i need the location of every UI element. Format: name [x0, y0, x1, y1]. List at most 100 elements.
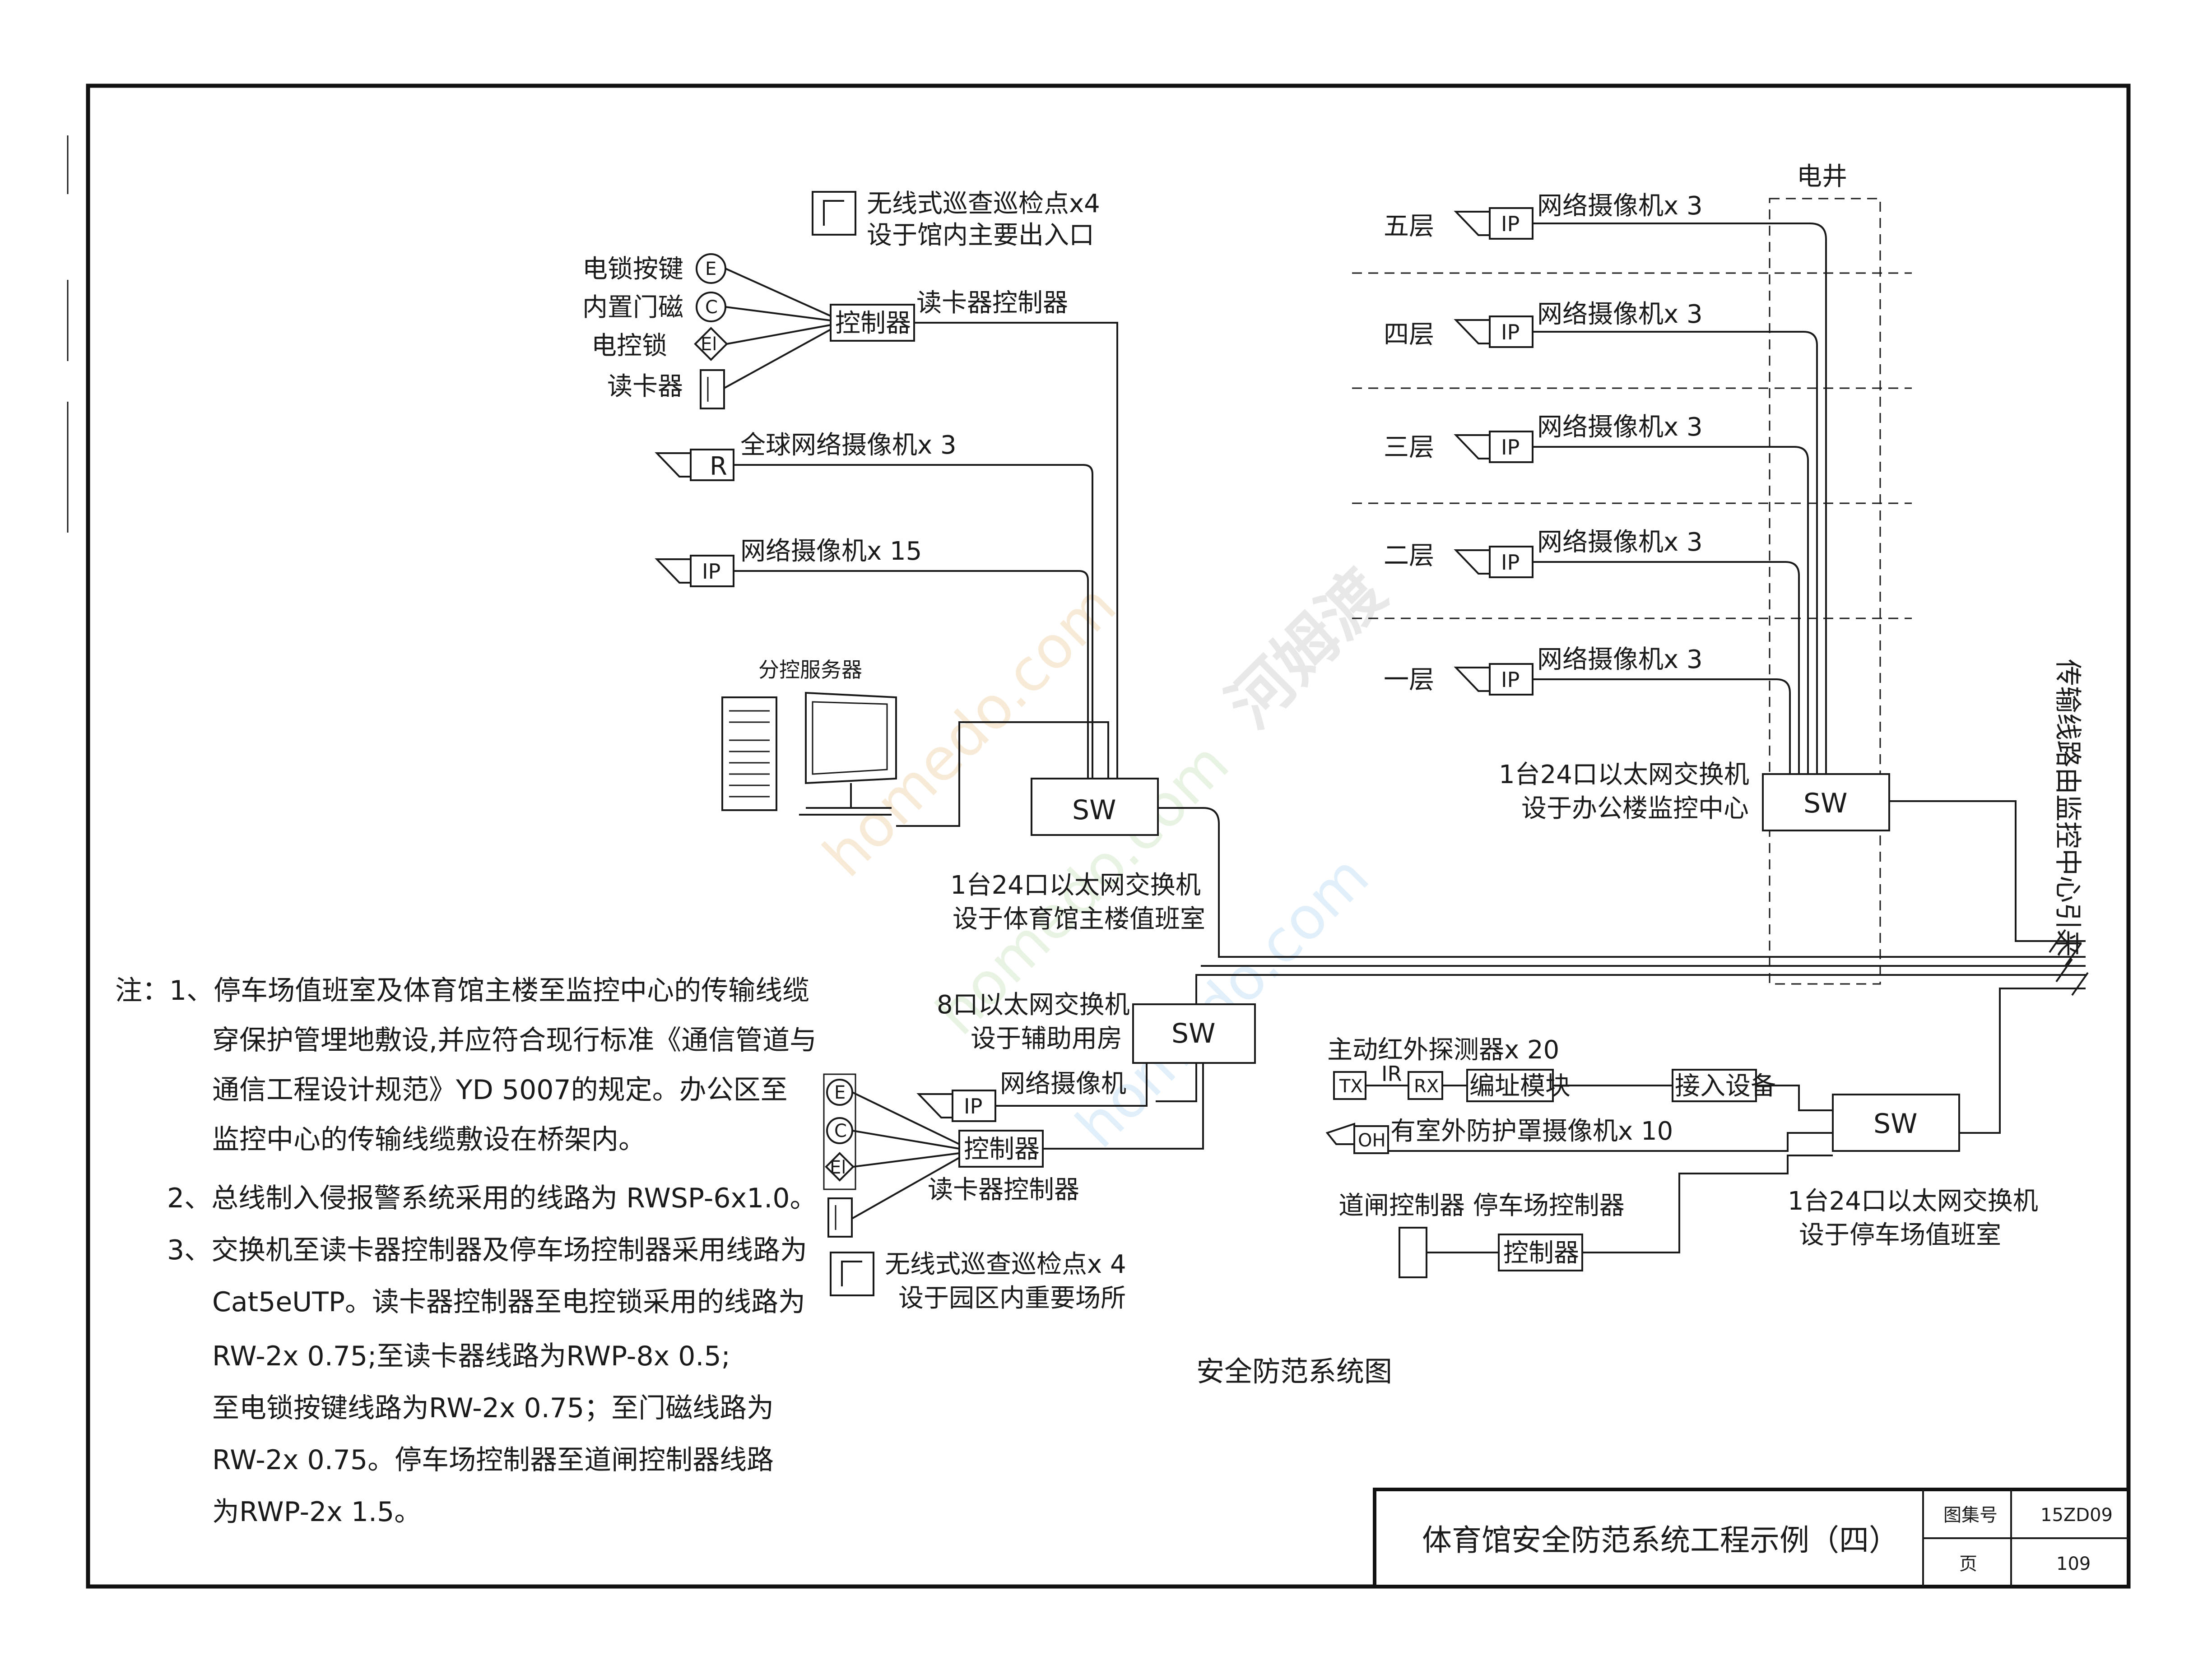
note-line-10: RW-2x 0.75。停车场控制器至道闸控制器线路 [212, 1444, 774, 1476]
ip-camera-label: 网络摄像机x 15 [740, 537, 922, 566]
ir-beam-label: IR [1381, 1062, 1402, 1086]
aux-switch-desc-1: 8口以太网交换机 [937, 990, 1130, 1020]
reader-group: 无线式巡查巡检点x4 设于馆内主要出入口 电锁按键 内置门磁 电控锁 读卡器 E… [582, 189, 1100, 409]
office-switch-label: SW [1803, 788, 1847, 819]
parking-switch-box [1832, 1094, 1960, 1152]
aux-switch-desc-2: 设于辅助用房 [971, 1024, 1122, 1053]
atlas-number-label: 图集号 [1943, 1505, 1998, 1526]
svg-text:El: El [701, 334, 717, 355]
card-reader-icon [700, 369, 725, 409]
svg-text:IP: IP [1501, 550, 1520, 575]
shaft-section: 电井 五层 IP 网络摄像机x 3 四层 IP 网络摄像机x 3 三层 IP 网… [1352, 162, 1912, 985]
atlas-number-value: 15ZD09 [2040, 1505, 2113, 1526]
drawing-frame [86, 84, 2131, 1589]
floor-2-label: 二层 [1384, 541, 1434, 571]
svg-text:IP: IP [1501, 212, 1520, 236]
gate-device-box [1399, 1227, 1427, 1278]
ip-camera-icon [656, 555, 734, 587]
trunk-vertical-note: 传输线路由监控中心引来 [2052, 659, 2083, 957]
sub-server-label: 分控服务器 [758, 658, 862, 682]
svg-text:C: C [834, 1121, 847, 1141]
aux-controller-box [958, 1130, 1044, 1168]
note-line-4: 监控中心的传输线缆敷设在桥架内。 [212, 1124, 646, 1155]
parking-group: 主动红外探测器x 20 TX IR RX 编址模块 接入设备 OH 有室外防护罩… [1325, 1035, 2038, 1278]
patrol-location: 设于馆内主要出入口 [867, 221, 1094, 250]
floor-3-camera: 网络摄像机x 3 [1537, 413, 1703, 442]
electric-lock-label: 电控锁 [591, 331, 667, 361]
door-magnet-label: 内置门磁 [582, 293, 683, 322]
title-block: 体育馆安全防范系统工程示例（四） 图集号 15ZD09 页 109 [1373, 1488, 2130, 1588]
floor-5-label: 五层 [1384, 212, 1434, 241]
svg-text:E: E [834, 1082, 846, 1103]
aux-patrol-title: 无线式巡查巡检点x 4 [885, 1250, 1126, 1279]
note-line-2: 穿保护管埋地敷设,并应符合现行标准《通信管道与 [212, 1025, 817, 1056]
floor-5-camera: 网络摄像机x 3 [1537, 191, 1703, 221]
svg-text:OH: OH [1358, 1130, 1386, 1151]
floor-4-label: 四层 [1384, 320, 1434, 349]
gate-controller-label: 道闸控制器 停车场控制器 [1338, 1191, 1625, 1220]
patrol-point-icon [812, 191, 856, 236]
dome-camera-tag: R [710, 452, 727, 481]
svg-text:El: El [830, 1157, 846, 1178]
reader-controller-name: 读卡器控制器 [916, 288, 1068, 318]
note-line-9: 至电锁按键线路为RW-2x 0.75；至门磁线路为 [212, 1392, 774, 1424]
svg-text:IP: IP [1501, 435, 1520, 459]
reader-controller-label: 控制器 [835, 309, 911, 338]
server-monitor-icon [805, 691, 897, 784]
svg-text:C: C [705, 297, 718, 318]
floor-1-camera: 网络摄像机x 3 [1537, 645, 1703, 674]
floor-3-label: 三层 [1384, 433, 1434, 462]
note-line-11: 为RWP-2x 1.5。 [212, 1496, 421, 1528]
ip-camera-tag: IP [702, 559, 720, 584]
card-reader-label: 读卡器 [607, 372, 683, 401]
note-line-3: 通信工程设计规范》YD 5007的规定。办公区至 [212, 1074, 788, 1106]
dome-camera-label: 全球网络摄像机x 3 [740, 431, 957, 460]
floor-1-label: 一层 [1384, 665, 1434, 695]
reader-controller-box [830, 304, 915, 342]
parking-controller-label: 控制器 [1503, 1239, 1579, 1268]
electric-lock-icon [694, 327, 728, 361]
aux-card-reader-icon [827, 1197, 853, 1238]
page-label: 页 [1959, 1554, 1977, 1574]
aux-group: SW 8口以太网交换机 设于辅助用房 IP 网络摄像机 E C El 控制器 读… [823, 990, 1256, 1313]
aux-camera-label: 网络摄像机 [1000, 1069, 1126, 1099]
note-line-6: 3、交换机至读卡器控制器及停车场控制器采用线路为 [167, 1234, 807, 1266]
page-value: 109 [2056, 1554, 2091, 1574]
floor-2-camera: 网络摄像机x 3 [1537, 528, 1703, 557]
note-line-7: Cat5eUTP。读卡器控制器至电控锁采用的线路为 [212, 1286, 805, 1318]
lock-button-label: 电锁按键 [582, 255, 683, 284]
parking-switch-desc-2: 设于停车场值班室 [1799, 1220, 2001, 1250]
server-tower-icon [721, 696, 777, 811]
aux-switch-box [1132, 1003, 1256, 1064]
note-line-1: 注：1、停车场值班室及体育馆主楼至监控中心的传输线缆 [115, 975, 809, 1007]
svg-text:E: E [705, 259, 716, 279]
aux-controller-name: 读卡器控制器 [928, 1175, 1079, 1205]
aux-electric-lock-icon [825, 1152, 855, 1182]
office-switch: SW 1台24口以太网交换机 设于办公楼监控中心 [1499, 760, 2086, 942]
svg-text:IP: IP [1501, 668, 1520, 692]
floor-4-camera: 网络摄像机x 3 [1537, 300, 1703, 329]
electric-shaft [1769, 198, 1881, 985]
aux-patrol-location: 设于园区内重要场所 [898, 1284, 1126, 1313]
parking-switch-label: SW [1873, 1108, 1917, 1140]
main-switch-label: SW [1072, 794, 1116, 826]
main-switch-desc-2: 设于体育馆主楼值班室 [953, 905, 1205, 934]
office-switch-box [1762, 773, 1890, 831]
ir-tx-box [1333, 1071, 1366, 1100]
encoder-module-box [1466, 1069, 1554, 1102]
office-switch-desc-1: 1台24口以太网交换机 [1499, 760, 1749, 789]
main-switch: SW 1台24口以太网交换机 设于体育馆主楼值班室 [950, 778, 2086, 958]
title-block-title: 体育馆安全防范系统工程示例（四） [1422, 1523, 1899, 1558]
main-switch-box [1031, 778, 1159, 836]
ir-detector-title: 主动红外探测器x 20 [1327, 1035, 1559, 1065]
patrol-title: 无线式巡查巡检点x4 [867, 189, 1100, 218]
main-switch-desc-1: 1台24口以太网交换机 [950, 871, 1201, 900]
aux-switch-label: SW [1171, 1018, 1215, 1049]
shaft-label: 电井 [1797, 162, 1847, 191]
aux-controller-label: 控制器 [964, 1135, 1040, 1164]
outdoor-camera-icon [1353, 1125, 1389, 1154]
diagram-title: 安全防范系统图 [1196, 1355, 1392, 1388]
note-line-5: 2、总线制入侵报警系统采用的线路为 RWSP-6x1.0。 [167, 1183, 817, 1214]
svg-text:TX: TX [1339, 1076, 1363, 1097]
